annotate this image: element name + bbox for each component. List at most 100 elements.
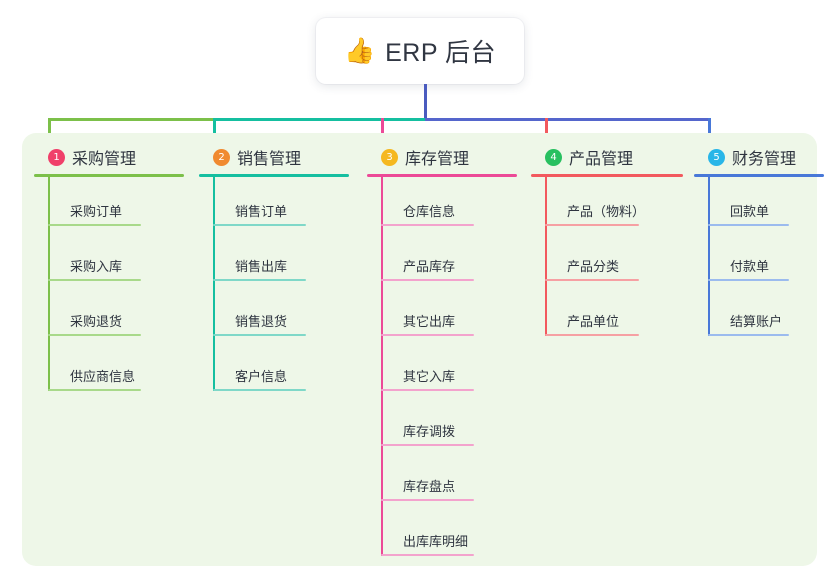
- leaf-item-label: 其它出库: [403, 314, 456, 329]
- branch-badge-5: 5: [708, 148, 725, 166]
- branch-rule-1: [34, 174, 184, 177]
- leaf-item-label: 回款单: [730, 204, 770, 219]
- branch-title-2: 销售管理: [237, 151, 302, 168]
- branch-spine-2: [213, 177, 215, 391]
- branch-spine-5: [708, 177, 710, 336]
- branch-items-2: 销售订单销售出库销售退货客户信息: [199, 177, 349, 397]
- leaf-item-rule: [381, 554, 474, 556]
- branch-items-5: 回款单付款单结算账户: [694, 177, 824, 342]
- leaf-item-label: 结算账户: [730, 314, 783, 329]
- leaf-item[interactable]: 采购订单: [34, 177, 184, 232]
- leaf-item[interactable]: 结算账户: [694, 287, 824, 342]
- leaf-item-rule: [708, 279, 789, 281]
- leaf-item-rule: [708, 334, 789, 336]
- leaf-item-rule: [381, 444, 474, 446]
- trunk-line: [424, 84, 427, 121]
- leaf-item-rule: [545, 224, 639, 226]
- branch-items-3: 仓库信息产品库存其它出库其它入库库存调拨库存盘点出库库明细: [367, 177, 517, 562]
- leaf-item-rule: [545, 279, 639, 281]
- branch-header-5[interactable]: 5 财务管理: [694, 145, 824, 169]
- leaf-item[interactable]: 供应商信息: [34, 342, 184, 397]
- leaf-item-rule: [48, 279, 141, 281]
- leaf-item[interactable]: 库存调拨: [367, 397, 517, 452]
- leaf-item-rule: [213, 279, 306, 281]
- leaf-item[interactable]: 产品单位: [531, 287, 683, 342]
- leaf-item[interactable]: 销售订单: [199, 177, 349, 232]
- leaf-item[interactable]: 仓库信息: [367, 177, 517, 232]
- leaf-item-rule: [48, 389, 141, 391]
- branch-column-4: 4 产品管理产品（物料） 产品分类产品单位: [531, 145, 683, 342]
- thumbs-up-icon: 👍: [343, 36, 376, 65]
- branches-panel: [22, 133, 817, 566]
- leaf-item-label: 销售退货: [235, 314, 288, 329]
- bus-segment-right: [425, 118, 711, 121]
- leaf-item[interactable]: 产品分类: [531, 232, 683, 287]
- leaf-item[interactable]: 库存盘点: [367, 452, 517, 507]
- leaf-item-rule: [381, 389, 474, 391]
- leaf-item-rule: [381, 334, 474, 336]
- leaf-item[interactable]: 产品库存: [367, 232, 517, 287]
- leaf-item-label: 产品库存: [403, 259, 456, 274]
- leaf-item-label: 销售订单: [235, 204, 288, 219]
- leaf-item-rule: [708, 224, 789, 226]
- leaf-item[interactable]: 采购退货: [34, 287, 184, 342]
- leaf-item-label: 销售出库: [235, 259, 288, 274]
- branch-badge-4: 4: [545, 148, 562, 166]
- leaf-item-label: 供应商信息: [70, 369, 136, 384]
- branch-spine-4: [545, 177, 547, 336]
- leaf-item-label: 其它入库: [403, 369, 456, 384]
- leaf-item-rule: [48, 224, 141, 226]
- bus-segment-left: [48, 118, 215, 121]
- leaf-item-label: 产品分类: [567, 259, 620, 274]
- leaf-item-label: 客户信息: [235, 369, 288, 384]
- branch-spine-1: [48, 177, 50, 391]
- branch-column-3: 3 库存管理仓库信息产品库存其它出库其它入库库存调拨库存盘点出库库明细: [367, 145, 517, 562]
- leaf-item-label: 采购订单: [70, 204, 123, 219]
- leaf-item[interactable]: 回款单: [694, 177, 824, 232]
- leaf-item-rule: [213, 224, 306, 226]
- root-node[interactable]: 👍 ERP 后台: [316, 18, 524, 84]
- leaf-item-rule: [48, 334, 141, 336]
- branch-rule-5: [694, 174, 824, 177]
- leaf-item-rule: [213, 389, 306, 391]
- branch-header-4[interactable]: 4 产品管理: [531, 145, 683, 169]
- branch-title-4: 产品管理: [569, 151, 634, 168]
- leaf-item-rule: [381, 279, 474, 281]
- branch-header-3[interactable]: 3 库存管理: [367, 145, 517, 169]
- branch-title-3: 库存管理: [405, 151, 470, 168]
- leaf-item[interactable]: 销售退货: [199, 287, 349, 342]
- leaf-item-rule: [213, 334, 306, 336]
- leaf-item-rule: [381, 224, 474, 226]
- leaf-item[interactable]: 采购入库: [34, 232, 184, 287]
- leaf-item-label: 库存调拨: [403, 424, 456, 439]
- branch-rule-2: [199, 174, 349, 177]
- branch-rule-4: [531, 174, 683, 177]
- leaf-item[interactable]: 其它入库: [367, 342, 517, 397]
- branch-rule-3: [367, 174, 517, 177]
- branch-title-5: 财务管理: [732, 151, 797, 168]
- branch-items-4: 产品（物料） 产品分类产品单位: [531, 177, 683, 342]
- branch-column-2: 2 销售管理销售订单销售出库销售退货客户信息: [199, 145, 349, 397]
- leaf-item-label: 仓库信息: [403, 204, 456, 219]
- leaf-item[interactable]: 出库库明细: [367, 507, 517, 562]
- leaf-item[interactable]: 销售出库: [199, 232, 349, 287]
- branch-badge-2: 2: [213, 148, 230, 166]
- leaf-item[interactable]: 产品（物料）: [531, 177, 683, 232]
- leaf-item-label: 采购入库: [70, 259, 123, 274]
- branch-title-1: 采购管理: [72, 151, 137, 168]
- root-title: ERP 后台: [385, 39, 497, 67]
- leaf-item-label: 采购退货: [70, 314, 123, 329]
- leaf-item-label: 产品（物料）: [567, 204, 646, 219]
- leaf-item-rule: [545, 334, 639, 336]
- leaf-item[interactable]: 客户信息: [199, 342, 349, 397]
- branch-badge-3: 3: [381, 148, 398, 166]
- leaf-item[interactable]: 其它出库: [367, 287, 517, 342]
- leaf-item-rule: [381, 499, 474, 501]
- branch-column-5: 5 财务管理回款单付款单结算账户: [694, 145, 824, 342]
- branch-header-2[interactable]: 2 销售管理: [199, 145, 349, 169]
- branch-spine-3: [381, 177, 383, 556]
- leaf-item[interactable]: 付款单: [694, 232, 824, 287]
